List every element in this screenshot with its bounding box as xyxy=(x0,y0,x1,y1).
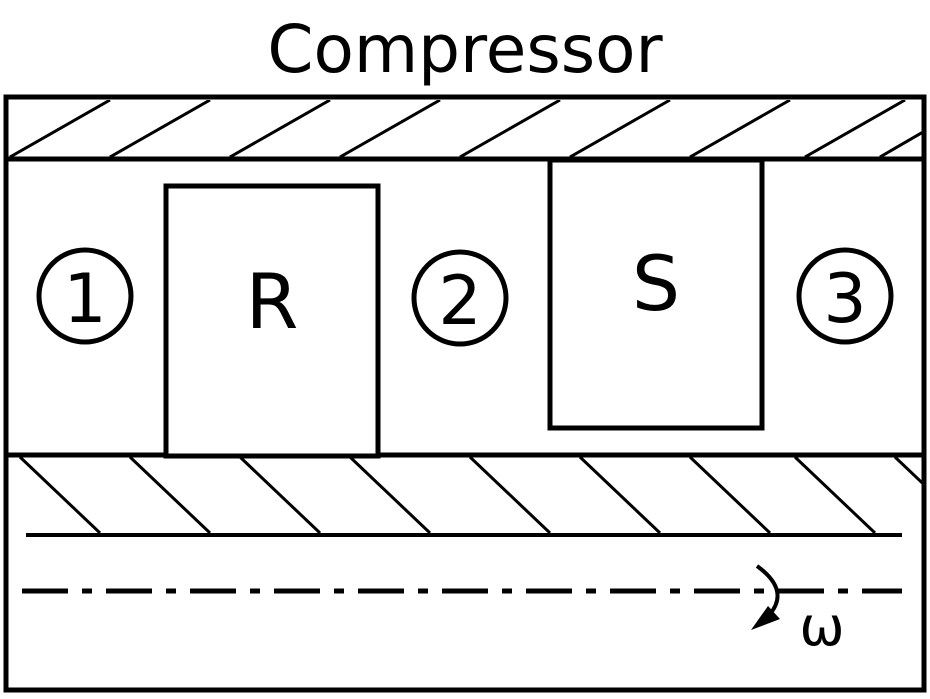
station-label-3: 3 xyxy=(823,260,866,339)
rotation-arrow-icon xyxy=(751,564,780,630)
station-label-1: 1 xyxy=(63,260,106,339)
station-marker-1: 1 xyxy=(36,247,134,345)
rotor-label: R xyxy=(246,257,299,346)
rotor-blade-row xyxy=(163,183,381,459)
hub-hatch xyxy=(18,457,922,533)
stator-vane-row xyxy=(547,157,765,431)
stator-label: S xyxy=(632,239,680,328)
diagram-title: Compressor xyxy=(267,11,663,88)
station-marker-3: 3 xyxy=(796,247,894,345)
outer-casing xyxy=(3,94,927,693)
casing-hatch xyxy=(9,100,922,157)
omega-label: ω xyxy=(799,595,844,658)
station-label-2: 2 xyxy=(438,262,481,341)
station-marker-2: 2 xyxy=(411,249,509,347)
